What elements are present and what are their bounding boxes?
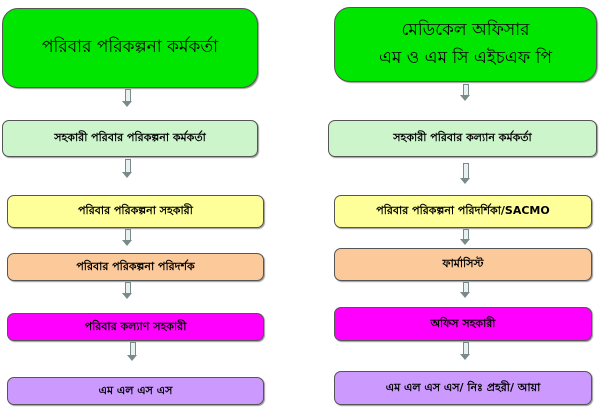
right-box-office-assistant: অফিস সহকারী — [334, 307, 592, 341]
down-arrow-icon — [122, 282, 132, 299]
right-box-medical-officer: মেডিকেল অফিসার এম ও এম সি এইচএফ পি — [334, 7, 597, 82]
left-box-family-planning-inspector: পরিবার পরিকল্পনা পরিদর্শক — [7, 253, 264, 281]
box-label: এম এল এস এস/ নিঃ প্রহরী/ আয়া — [385, 380, 541, 394]
down-arrow-icon — [460, 84, 470, 101]
down-arrow-icon — [460, 229, 470, 245]
down-arrow-icon — [460, 342, 470, 360]
down-arrow-icon — [127, 342, 137, 361]
down-arrow-icon — [460, 163, 470, 184]
box-label: পরিবার পরিকল্পনা সহকারী — [78, 204, 193, 217]
left-box-family-planning-officer: পরিবার পরিকল্পনা কর্মকর্তা — [2, 8, 258, 88]
right-box-mlss-guard-aya: এম এল এস এস/ নিঃ প্রহরী/ আয়া — [334, 371, 592, 405]
left-box-mlss: এম এল এস এস — [7, 377, 264, 405]
left-box-family-welfare-assistant: পরিবার কল্যাণ সহকারী — [7, 313, 264, 341]
box-label-line1: মেডিকেল অফিসার — [401, 20, 530, 41]
box-label: পরিবার কল্যাণ সহকারী — [84, 319, 187, 333]
box-label: ফার্মাসিস্ট — [442, 257, 484, 270]
box-label: পরিবার পরিকল্পনা কর্মকর্তা — [41, 37, 219, 58]
box-label: সহকারী পরিবার কল্যান কর্মকর্তা — [393, 131, 532, 144]
right-box-asst-family-welfare-officer: সহকারী পরিবার কল্যান কর্মকর্তা — [328, 120, 597, 157]
box-label: সহকারী পরিবার পরিকল্পনা কর্মকর্তা — [54, 131, 206, 144]
down-arrow-icon — [122, 89, 132, 107]
down-arrow-icon — [122, 159, 132, 178]
down-arrow-icon — [460, 282, 470, 298]
box-label: অফিস সহকারী — [430, 316, 496, 330]
right-box-pharmacist: ফার্মাসিস্ট — [334, 248, 592, 281]
box-label: পরিবার পরিকল্পনা পরিদর্শক — [76, 259, 195, 273]
right-box-family-planning-inspector-sacmo: পরিবার পরিকল্পনা পরিদর্শিকা/SACMO — [334, 195, 592, 228]
box-label-line2: এম ও এম সি এইচএফ পি — [378, 47, 553, 68]
left-box-asst-family-planning-officer: সহকারী পরিবার পরিকল্পনা কর্মকর্তা — [2, 120, 258, 157]
down-arrow-icon — [122, 229, 132, 246]
box-label: এম এল এস এস — [98, 383, 173, 397]
box-label: পরিবার পরিকল্পনা পরিদর্শিকা/SACMO — [376, 204, 550, 217]
left-box-family-planning-assistant: পরিবার পরিকল্পনা সহকারী — [7, 195, 264, 228]
